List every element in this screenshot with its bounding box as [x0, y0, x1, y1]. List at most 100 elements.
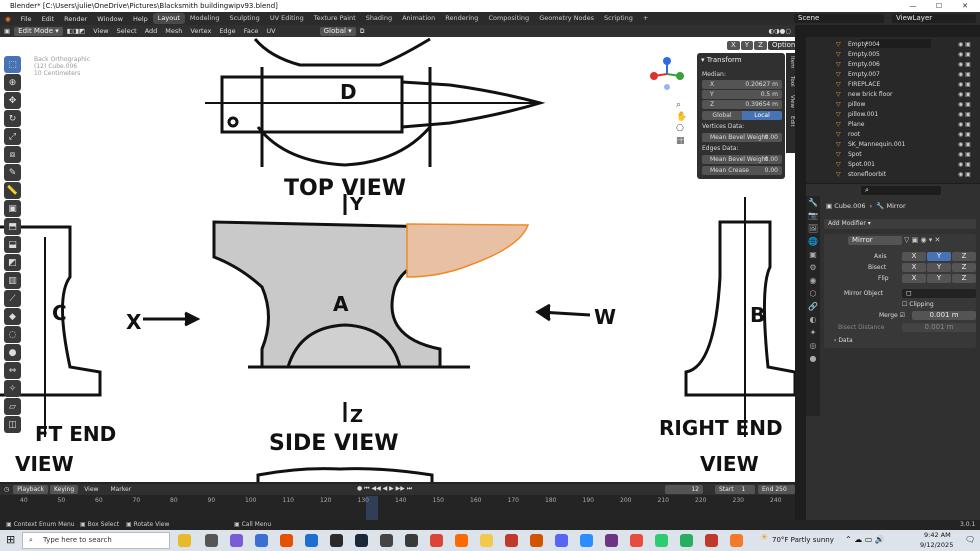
app-icon-6[interactable]	[405, 534, 418, 547]
orientation-dropdown[interactable]: Global ▾	[319, 26, 356, 36]
outliner-item[interactable]: ▽Empty.004◉ ▣	[806, 40, 980, 50]
tab-geometry-nodes[interactable]: Geometry Nodes	[539, 14, 595, 22]
visibility-icon[interactable]: ◉ ▣	[958, 131, 971, 138]
visibility-icon[interactable]: ◉ ▣	[958, 81, 971, 88]
weather-text[interactable]: 70°F Partly sunny	[772, 536, 834, 544]
app-icon-10[interactable]	[580, 534, 593, 547]
tab-shading[interactable]: Shading	[365, 14, 393, 22]
tab-modeling[interactable]: Modeling	[189, 14, 220, 22]
tab-animation[interactable]: Animation	[402, 14, 436, 22]
add-workspace-icon[interactable]: +	[642, 14, 649, 22]
app-icon-12[interactable]	[630, 534, 643, 547]
vscode-icon[interactable]	[305, 534, 318, 547]
menu-mesh[interactable]: Mesh	[165, 27, 183, 35]
axis-y-toggle[interactable]: Y	[927, 252, 951, 261]
app-icon-1[interactable]	[230, 534, 243, 547]
tab-sculpting[interactable]: Sculpting	[229, 14, 260, 22]
app-icon-5[interactable]	[380, 534, 393, 547]
clipping-checkbox[interactable]: ☐ Clipping	[902, 301, 934, 308]
menu-edge[interactable]: Edge	[219, 27, 236, 35]
add-cube-icon[interactable]: ▣	[4, 200, 21, 217]
menu-render[interactable]: Render	[64, 14, 88, 23]
axis-z-toggle[interactable]: Z	[952, 252, 976, 261]
outliner-item[interactable]: ▽Empty.005◉ ▣	[806, 50, 980, 60]
task-view-icon[interactable]	[205, 534, 218, 547]
visibility-icon[interactable]: ◉ ▣	[958, 41, 971, 48]
start-frame-field[interactable]: Start 1	[715, 485, 755, 494]
visibility-icon[interactable]: ◉ ▣	[958, 121, 971, 128]
options-dropdown[interactable]: Options	[768, 41, 795, 50]
3d-viewport[interactable]: TOP VIEW SIDE VIEW FT END VIEW RIGHT END…	[0, 37, 795, 482]
keying-menu[interactable]: Keying	[50, 485, 79, 494]
view-layer-selector[interactable]: ViewLayer	[892, 14, 976, 23]
visibility-icon[interactable]: ◉ ▣	[958, 101, 971, 108]
app-icon-7[interactable]	[455, 534, 468, 547]
menu-select[interactable]: Select	[116, 27, 137, 35]
copilot-icon[interactable]	[178, 534, 191, 547]
app-icon-14[interactable]	[680, 534, 693, 547]
bisect-x-toggle[interactable]: X	[902, 263, 926, 272]
cursor-icon[interactable]: ⊕	[4, 74, 21, 91]
outliner-item[interactable]: ▽SK_Mannequin.001◉ ▣	[806, 140, 980, 150]
tab-rendering[interactable]: Rendering	[445, 14, 479, 22]
playhead[interactable]	[366, 496, 378, 520]
poly-build-icon[interactable]: ◆	[4, 308, 21, 325]
playback-controls[interactable]: ● ⏮ ◀◀ ◀ ▶ ▶▶ ⏭	[357, 485, 413, 492]
visibility-icon[interactable]: ◉ ▣	[958, 91, 971, 98]
edge-slide-icon[interactable]: ⇔	[4, 362, 21, 379]
snap-icon[interactable]: ⧉	[359, 26, 365, 35]
folder-icon[interactable]	[480, 534, 493, 547]
properties-tabs[interactable]: 🔧📷🖼🌐▣⚙◉⬡🔗◐✦◎●	[806, 196, 820, 416]
local-toggle[interactable]: Local	[742, 111, 782, 120]
visibility-icon[interactable]: ◉ ▣	[958, 51, 971, 58]
navigation-gizmo[interactable]	[650, 57, 684, 91]
outliner-item[interactable]: ▽Empty.007◉ ▣	[806, 70, 980, 80]
discord-icon[interactable]	[555, 534, 568, 547]
app-icon-2[interactable]	[255, 534, 268, 547]
outliner-item[interactable]: ▽root◉ ▣	[806, 130, 980, 140]
scene-selector[interactable]: Scene	[794, 14, 884, 23]
data-subpanel[interactable]: › Data	[834, 337, 853, 344]
modifier-name-field[interactable]: Mirror	[848, 236, 902, 245]
current-frame-field[interactable]: 12	[665, 485, 703, 494]
annotate-icon[interactable]: ✎	[4, 164, 21, 181]
sidebar-tabs[interactable]: Item Tool View Edit	[786, 53, 795, 153]
bisect-distance-field[interactable]: 0.001 m	[902, 323, 976, 332]
menu-file[interactable]: File	[20, 14, 32, 23]
tab-uv-editing[interactable]: UV Editing	[269, 14, 304, 22]
maximize-icon[interactable]: ☐	[935, 2, 943, 10]
visibility-icon[interactable]: ◉ ▣	[958, 151, 971, 158]
menu-window[interactable]: Window	[97, 14, 123, 23]
smooth-icon[interactable]: ●	[4, 344, 21, 361]
select-box-icon[interactable]: ⬚	[4, 56, 21, 73]
outliner-item[interactable]: ▽Spot.001◉ ▣	[806, 160, 980, 170]
rip-icon[interactable]: ◫	[4, 416, 21, 433]
merge-distance-field[interactable]: 0.001 m	[912, 311, 976, 320]
app-icon-8[interactable]	[505, 534, 518, 547]
global-toggle[interactable]: Global	[702, 111, 742, 120]
transform-icon[interactable]: ⧈	[4, 146, 21, 163]
editor-type-icon[interactable]: ▣	[4, 27, 11, 35]
visibility-icon[interactable]: ◉ ▣	[958, 111, 971, 118]
viewport-nav-icons[interactable]: ⌕✋⎔▦	[676, 100, 688, 146]
app-icon-13[interactable]	[655, 534, 668, 547]
weather-icon[interactable]: ☀	[760, 533, 769, 543]
menu-vertex[interactable]: Vertex	[190, 27, 212, 35]
end-frame-field[interactable]: End 250	[758, 485, 795, 494]
minimize-icon[interactable]: —	[909, 2, 917, 10]
outliner-item[interactable]: ▽new brick floor◉ ▣	[806, 90, 980, 100]
tray-icons[interactable]: ⌃ ☁ ▭ 🔊	[845, 535, 885, 544]
bisect-z-toggle[interactable]: Z	[952, 263, 976, 272]
chrome-icon[interactable]	[430, 534, 443, 547]
menu-edit[interactable]: Edit	[41, 14, 55, 23]
menu-view[interactable]: View	[93, 27, 109, 35]
steam-icon[interactable]	[355, 534, 368, 547]
mirror-object-field[interactable]: ◻	[902, 289, 976, 298]
visibility-icon[interactable]: ◉ ▣	[958, 171, 971, 178]
visibility-icon[interactable]: ◉ ▣	[958, 71, 971, 78]
